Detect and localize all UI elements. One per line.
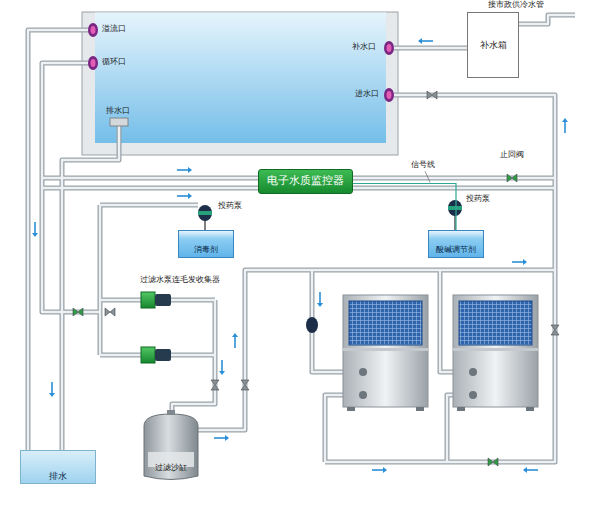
flow-arrow: [317, 292, 323, 307]
monitor-box: 电子水质监控器: [258, 169, 353, 194]
edge-label: 信号线: [411, 161, 435, 170]
valve: [488, 458, 498, 466]
port-label: 溢流口: [102, 25, 126, 34]
valve: [507, 174, 517, 182]
node-text: 补水箱: [480, 40, 507, 50]
port-label: 循环口: [102, 58, 126, 67]
node-text: 过滤沙缸: [155, 463, 187, 472]
pipe: [325, 395, 345, 462]
flow-arrow: [523, 467, 538, 473]
pipe-highlight: [62, 126, 119, 462]
pool-port: [88, 23, 98, 37]
flow-arrow: [418, 38, 433, 44]
pool-wall: [82, 12, 398, 155]
pool-port: [384, 88, 394, 102]
node-text: 电子水质监控器: [267, 175, 344, 188]
pipe: [28, 30, 90, 462]
pipe-highlight: [325, 95, 555, 462]
port-label: 进水口: [355, 90, 379, 99]
node-text: 酸碱调节剂: [436, 245, 476, 254]
heat-pump: [343, 295, 428, 411]
valve: [551, 325, 559, 335]
drain-basin: 排水: [20, 450, 96, 484]
flow-arrow: [232, 333, 238, 348]
pipe-highlight: [99, 205, 101, 355]
drain-grate: [110, 118, 128, 126]
pipe: [519, 15, 575, 24]
pipe: [198, 270, 555, 430]
valve: [105, 308, 115, 316]
pipe: [98, 205, 103, 355]
pool-port: [384, 41, 394, 55]
pump-label: 过滤水泵连毛发收集器: [140, 276, 220, 285]
pipe-highlight: [28, 30, 90, 462]
pipe-label: 接市政供冷水管: [488, 1, 544, 10]
valve: [241, 380, 249, 390]
leader-line: [425, 171, 430, 182]
valve: [427, 91, 437, 99]
signal-line: [353, 184, 456, 231]
dosing-pump: [448, 200, 462, 232]
filter-pump: [141, 347, 171, 363]
chemical-tank: 消毒剂: [178, 230, 234, 258]
pipe-highlight: [325, 395, 345, 462]
flow-arrow: [562, 118, 568, 133]
flow-arrow: [219, 360, 225, 375]
heat-pump: [453, 295, 538, 411]
pump-label: 投药泵: [218, 202, 242, 211]
chemical-tank: 酸碱调节剂: [428, 230, 484, 258]
node-text: 排水: [49, 471, 67, 481]
filter-pump: [141, 292, 171, 308]
pipe-highlight: [394, 47, 467, 49]
tank-box: 补水箱: [467, 12, 519, 78]
pipe-highlight: [100, 204, 198, 206]
flow-arrow: [32, 222, 38, 237]
valve: [211, 380, 219, 390]
pipe: [325, 95, 555, 462]
pipe: [172, 300, 215, 416]
flow-arrow: [372, 467, 387, 473]
pipe-highlight: [198, 270, 555, 430]
pipe-network: [28, 15, 575, 462]
flow-arrow: [177, 167, 192, 173]
port-label: 补水口: [352, 43, 376, 52]
flow-arrow: [512, 259, 527, 265]
pump-label: 投药泵: [466, 195, 490, 204]
dosing-pump: [198, 205, 212, 232]
pool-port: [88, 56, 98, 70]
sand-filter-tank: 过滤沙缸: [140, 410, 202, 482]
flow-arrow: [49, 382, 55, 397]
pipe-highlight: [519, 15, 575, 24]
flow-arrow: [214, 435, 229, 441]
valve: [73, 308, 83, 316]
valve-label: 止回阀: [500, 151, 524, 160]
circulation-pump: [306, 317, 318, 333]
pipe: [100, 203, 198, 208]
node-text: 消毒剂: [194, 245, 218, 254]
flow-arrow: [177, 193, 192, 199]
pipe-highlight: [172, 300, 215, 416]
port-label: 排水口: [106, 107, 130, 116]
pool-water: [95, 13, 386, 144]
pipe: [394, 46, 467, 51]
